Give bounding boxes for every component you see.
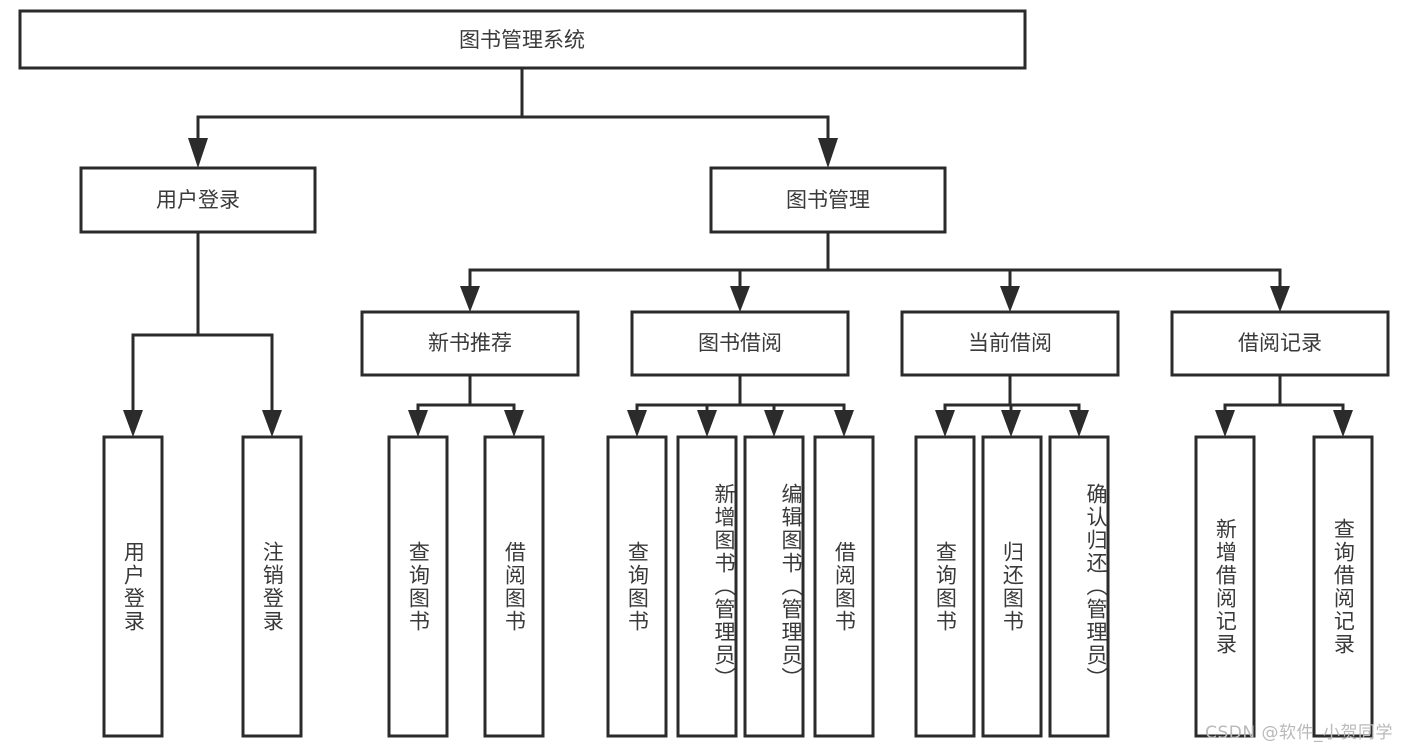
connectors-root-to-level2	[188, 66, 838, 168]
arrow-leaf-borrow-book-2	[834, 410, 854, 437]
arrow-book-borrow	[730, 286, 750, 312]
leaf-box-add-book[interactable]	[676, 435, 738, 738]
connectors-bookmanage-to-level3	[460, 230, 1290, 312]
node-user-login-label: 用户登录	[156, 188, 240, 212]
node-book-manage-label: 图书管理	[786, 188, 870, 212]
node-book-borrow-label: 图书借阅	[698, 331, 782, 355]
leaf-box-add-record[interactable]	[1194, 435, 1256, 738]
node-new-book-recommend-box[interactable]	[360, 310, 580, 377]
arrow-leaf-logout	[262, 410, 282, 437]
connectors-bookborrow-to-leaves	[627, 373, 854, 437]
leaf-box-return-book[interactable]	[981, 435, 1043, 738]
arrow-new-book	[460, 286, 480, 312]
leaf-box-query-book-1[interactable]	[387, 435, 449, 738]
arrow-leaf-query-record	[1333, 410, 1353, 437]
node-book-manage[interactable]: 图书管理	[709, 166, 947, 234]
leaf-box-borrow-book-1[interactable]	[483, 435, 545, 738]
connectors-borrowrecord-to-leaves	[1215, 373, 1353, 437]
node-current-borrow-label: 当前借阅	[968, 331, 1052, 355]
node-root[interactable]: 图书管理系统	[18, 9, 1027, 70]
arrow-leaf-query-book-1	[408, 410, 428, 437]
node-current-borrow-box[interactable]	[900, 310, 1120, 377]
connectors-userlogin-to-leaves	[123, 230, 282, 437]
leaf-box-query-book-2[interactable]	[606, 435, 668, 738]
node-borrow-record[interactable]: 借阅记录	[1170, 310, 1390, 377]
leaf-box-query-record[interactable]	[1312, 435, 1374, 738]
node-root-box[interactable]	[18, 9, 1027, 70]
node-new-book-recommend[interactable]: 新书推荐	[360, 310, 580, 377]
node-borrow-record-label: 借阅记录	[1238, 331, 1322, 355]
node-book-borrow[interactable]: 图书借阅	[630, 310, 850, 377]
node-root-label: 图书管理系统	[459, 28, 585, 52]
leaf-box-user-login[interactable]	[102, 435, 164, 738]
watermark-text: CSDN @软件_小贺同学	[1205, 723, 1393, 743]
arrow-leaf-query-book-3	[935, 410, 955, 437]
arrow-leaf-confirm-return	[1069, 410, 1089, 437]
node-user-login[interactable]: 用户登录	[79, 166, 317, 234]
arrow-borrow-record	[1270, 286, 1290, 312]
leaf-box-query-book-3[interactable]	[914, 435, 976, 738]
arrow-leaf-return-book	[1001, 410, 1021, 437]
arrow-user-login	[188, 138, 208, 168]
leaf-box-edit-book[interactable]	[743, 435, 805, 738]
leaf-box-confirm-return[interactable]	[1048, 435, 1110, 738]
leaf-box-logout[interactable]	[241, 435, 303, 738]
arrow-leaf-query-book-2	[627, 410, 647, 437]
arrow-leaf-add-record	[1215, 410, 1235, 437]
node-borrow-record-box[interactable]	[1170, 310, 1390, 377]
arrow-leaf-edit-book	[764, 410, 784, 437]
connectors-newbook-to-leaves	[408, 373, 524, 437]
node-book-manage-box[interactable]	[709, 166, 947, 234]
arrow-leaf-add-book	[697, 410, 717, 437]
arrow-current-borrow	[1000, 286, 1020, 312]
connectors-currentborrow-to-leaves	[935, 373, 1089, 437]
node-current-borrow[interactable]: 当前借阅	[900, 310, 1120, 377]
node-user-login-box[interactable]	[79, 166, 317, 234]
leaf-boxes	[102, 435, 1374, 738]
arrow-book-manage	[818, 138, 838, 168]
node-new-book-recommend-label: 新书推荐	[428, 331, 512, 355]
arrow-leaf-user-login	[123, 410, 143, 437]
arrow-leaf-borrow-book-1	[504, 410, 524, 437]
leaf-box-borrow-book-2[interactable]	[813, 435, 875, 738]
node-book-borrow-box[interactable]	[630, 310, 850, 377]
